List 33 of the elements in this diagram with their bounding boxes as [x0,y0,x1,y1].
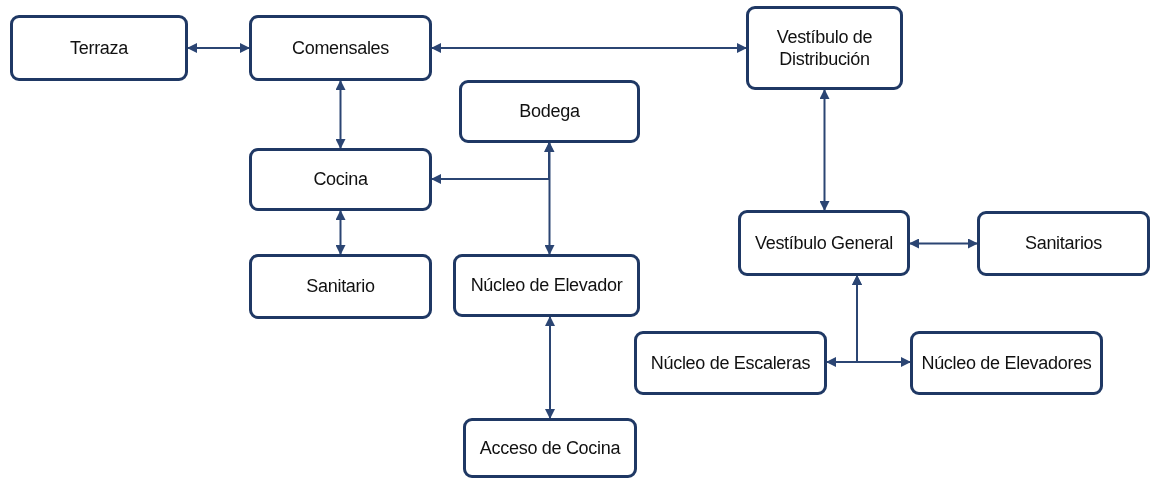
arrow [187,43,250,53]
process-box [453,254,640,317]
process-box [459,80,640,143]
arrow [335,210,346,255]
arrow [545,316,555,419]
process-box [10,15,188,81]
process-box [634,331,827,395]
arrow [544,142,555,255]
arrow [819,89,830,211]
process-box [910,331,1103,395]
arrow [431,43,747,53]
box-label: Bodega [518,100,581,123]
process-box [249,254,432,319]
box-label: Terraza [69,36,130,60]
box-label: Núcleo de Escaleras [649,351,812,375]
box-label: Vestíbulo de Distribución [775,25,874,71]
process-box [738,210,910,276]
process-box [249,148,432,211]
process-box [746,6,903,90]
process-box [463,418,637,478]
box-label: Acceso de Cocina [478,436,622,460]
process-box [977,211,1150,276]
arrow [909,238,978,249]
box-label: Cocina [312,168,369,191]
box-label: Comensales [290,36,390,60]
box-label: Núcleo de Elevador [469,274,624,297]
box-label: Vestíbulo General [754,231,894,255]
box-label: Sanitarios [1023,232,1103,255]
arrow [852,275,911,367]
arrow [335,80,346,149]
box-label: Sanitario [305,275,376,298]
process-box [249,15,432,81]
box-label: Núcleo de Elevadores [920,351,1093,375]
